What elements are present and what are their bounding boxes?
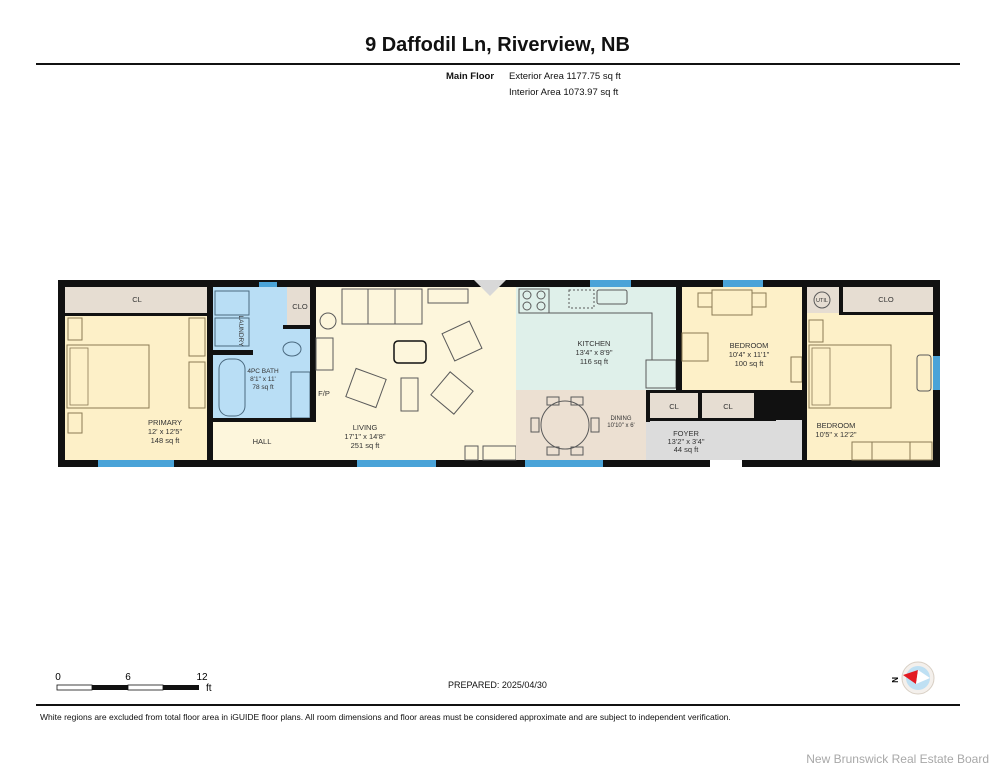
- prepared-date: PREPARED: 2025/04/30: [448, 680, 547, 690]
- room-dining: [516, 390, 646, 467]
- compass-icon: N: [890, 661, 935, 695]
- area-bedroom-1: 100 sq ft: [735, 359, 765, 368]
- room-foyer: [646, 420, 806, 460]
- dims-bath: 8'1" x 11': [250, 376, 276, 383]
- area-kitchen: 116 sq ft: [580, 357, 609, 366]
- label-primary-closet: CL: [132, 295, 142, 304]
- dims-kitchen: 13'4" x 8'9": [576, 348, 613, 357]
- label-bedroom-1: BEDROOM: [730, 341, 769, 350]
- room-bath: [213, 282, 311, 422]
- dims-living: 17'1" x 14'8": [344, 432, 385, 441]
- dims-foyer: 13'2" x 3'4": [668, 437, 705, 446]
- label-kitchen: KITCHEN: [578, 339, 611, 348]
- label-bath: 4PC BATH: [247, 368, 279, 375]
- label-fireplace: F/P: [318, 389, 330, 398]
- floor-label: Main Floor: [446, 71, 495, 82]
- compass-north-label: N: [890, 677, 899, 683]
- room-bedroom-1: [681, 280, 803, 390]
- exterior-area: Exterior Area 1177.75 sq ft: [509, 71, 621, 82]
- area-foyer: 44 sq ft: [674, 445, 700, 454]
- scale-bar: 0 6 12 ft: [55, 672, 212, 694]
- label-foyer-closet-2: CL: [723, 402, 733, 411]
- label-primary: PRIMARY: [148, 418, 182, 427]
- interior-area: Interior Area 1073.97 sq ft: [509, 87, 619, 98]
- dims-bedroom-1: 10'4" x 11'1": [729, 350, 770, 359]
- watermark: New Brunswick Real Estate Board: [806, 752, 989, 766]
- disclaimer: White regions are excluded from total fl…: [40, 712, 731, 722]
- scale-label-0: 0: [55, 672, 61, 683]
- label-bath-closet: CLO: [292, 302, 308, 311]
- closet-foyer-1: [650, 393, 698, 418]
- area-bath: 78 sq ft: [252, 384, 274, 391]
- footer-divider: [36, 704, 960, 706]
- room-primary: [65, 287, 207, 467]
- room-bedroom-2: [807, 287, 940, 461]
- room-kitchen: [516, 280, 678, 390]
- label-laundry: LAUNDRY: [237, 316, 244, 348]
- label-utility: UTIL: [816, 298, 828, 304]
- label-foyer-closet-1: CL: [669, 402, 679, 411]
- dims-dining: 10'10" x 6': [607, 423, 634, 429]
- room-living: [315, 280, 517, 467]
- closet-foyer-2: [702, 393, 754, 418]
- label-dining: DINING: [611, 416, 632, 422]
- label-foyer: FOYER: [673, 429, 699, 438]
- room-hall: [213, 422, 316, 460]
- label-living: LIVING: [353, 423, 378, 432]
- area-living: 251 sq ft: [351, 441, 381, 450]
- label-bedroom-2: BEDROOM: [817, 421, 856, 430]
- dims-primary: 12' x 12'5": [148, 427, 183, 436]
- scale-unit: ft: [206, 683, 212, 694]
- page-title: 9 Daffodil Ln, Riverview, NB: [365, 34, 630, 56]
- dims-bedroom-2: 10'5" x 12'2": [815, 430, 856, 439]
- label-hall: HALL: [253, 437, 272, 446]
- header-divider: [36, 63, 960, 65]
- scale-label-6: 6: [125, 672, 131, 683]
- label-bedroom-2-closet: CLO: [878, 295, 894, 304]
- area-primary: 148 sq ft: [151, 436, 181, 445]
- scale-label-12: 12: [196, 672, 208, 683]
